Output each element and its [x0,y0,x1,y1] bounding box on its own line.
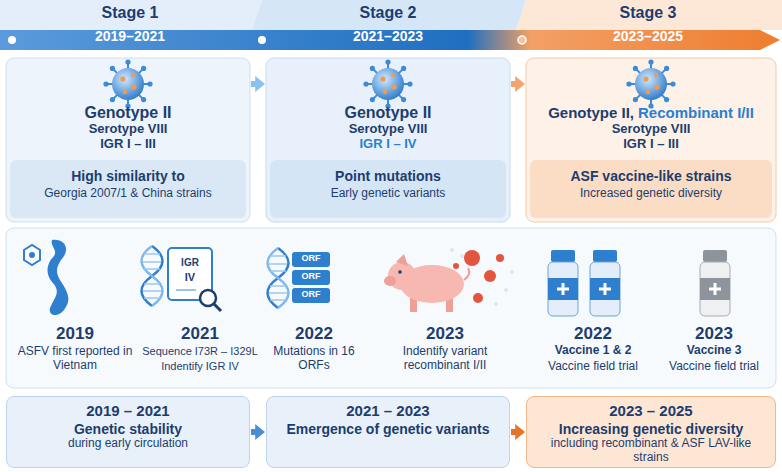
stage-header: Stage 2 2021–2023 [266,4,510,50]
timeline-label: Vaccine 1 & 2 [528,344,658,358]
node-text: Genotype II [12,104,244,122]
node-text: 2021–2023 [266,28,510,44]
node-text: Increasing genetic diversity [533,421,769,437]
node-text: Stage 3 [530,4,766,22]
node-text: IGR I – IV [272,137,504,152]
node-text: Serotype VIII [530,122,772,137]
node-text: IGR I – III [530,137,772,152]
node-text: Point mutations [274,168,502,184]
stage-panel: Genotype II,Recombinant I/IISerotype VII… [526,58,776,222]
timeline-label: 2023 [380,324,510,344]
timeline-label: ORF [292,289,330,299]
timeline-label: ORF [292,253,330,263]
node-text: 2019 – 2021 [13,402,243,419]
timeline-label: Vaccine field trial [656,360,772,374]
node-text: Genotype II, [548,104,634,121]
node-text: Serotype VIII [12,122,244,137]
node-text: Recombinant I/II [638,104,754,121]
node-text: Serotype VIII [272,122,504,137]
node-text: including recombinant & ASF LAV-like str… [533,437,769,465]
timeline-label: 2021 [140,324,260,344]
node-text: Stage 2 [266,4,510,22]
stage-panel: Genotype IISerotype VIIIIGR I – III High … [6,58,250,222]
stage-arrow [511,76,525,92]
stage-panels [6,58,776,222]
timeline-label: ORF [292,271,330,281]
node-text: Georgia 2007/1 & China strains [14,187,242,201]
summary-box: Point mutationsEarly genetic variants [270,160,506,218]
vietnam-map-icon [24,240,68,315]
timeline-label: IV [168,271,212,284]
node-text: Genetic stability [13,421,243,437]
node-text: 2023 – 2025 [533,402,769,419]
vaccine-vials [548,250,730,316]
summary-box: High similarity to Georgia 2007/1 & China… [10,160,246,218]
node-text: ASF vaccine-like strains [534,168,768,184]
node-text: IGR I – III [12,137,244,152]
timeline-label: 2023 [656,324,772,344]
node-text: Emergence of genetic variants [273,421,503,437]
period-box: 2021 – 2023Emergence of genetic variants [266,396,510,468]
node-text: Increased genetic diversity [534,187,768,201]
orf-mutation-icon [268,248,331,308]
node-text: High similarity to [14,168,242,184]
node-text: Genotype II [272,104,504,122]
stage-arrow [251,424,265,440]
node-text: 2019–2021 [10,28,250,44]
stage-arrow [511,424,525,440]
node-text: 2023–2025 [530,28,766,44]
timeline-label: Vaccine field trial [528,360,658,374]
timeline-label: Sequence I73R – I329L [132,345,268,358]
sequence-document-icon [142,246,222,311]
timeline-label: IGR [168,257,212,269]
timeline-label: 2022 [528,324,658,344]
timeline-label: ASFV first reported in Vietnam [14,345,136,373]
node-text: during early circulation [13,437,243,451]
timeline-label: 2022 [262,324,366,344]
timeline-band [6,228,776,388]
stage-header: Stage 1 2019–2021 [10,4,250,50]
timeline-label: Vaccine 3 [656,344,772,358]
timeline-label: Mutations in 16 ORFs [266,345,362,373]
summary-box: ASF vaccine-like strainsIncreased geneti… [530,160,772,218]
stage-arrow [251,76,265,92]
timeline-label: 2019 [20,324,130,344]
timeline-label: Indentify variant recombinant I/II [380,345,510,373]
node-text: Stage 1 [10,4,250,22]
period-box: 2019 – 2021Genetic stabilityduring early… [6,396,250,468]
pig-illustration [384,248,514,312]
node-text: Early genetic variants [274,187,502,201]
timeline-label: Indentify IGR IV [132,360,268,373]
stage-panel: Genotype IISerotype VIIIIGR I – IV Point … [266,58,510,222]
period-box: 2023 – 2025Increasing genetic diversityi… [526,396,776,468]
node-text: 2021 – 2023 [273,402,503,419]
stage-header: Stage 3 2023–2025 [530,4,766,50]
stage-header-band [0,0,782,50]
